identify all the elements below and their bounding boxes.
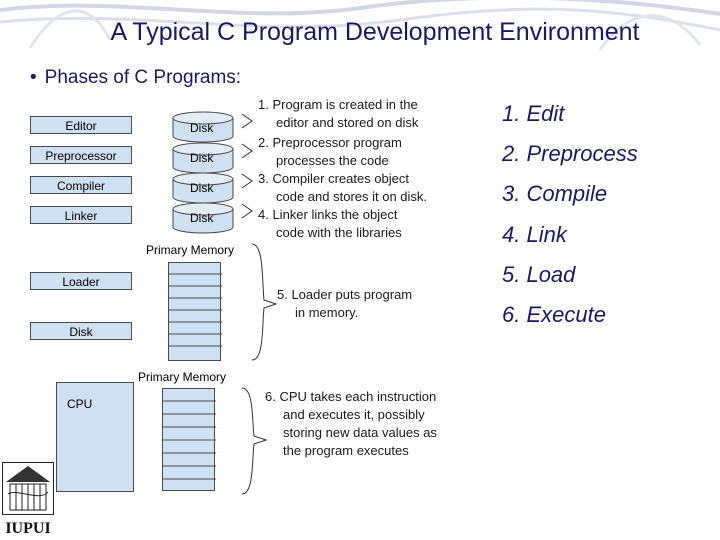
- cpu-box: CPU: [56, 382, 134, 492]
- step-load-text: 5. Loader puts program in memory.: [277, 286, 412, 322]
- step-load-line1: 5. Loader puts program: [277, 287, 413, 302]
- step-edit-line1: 1. Program is created in the: [258, 97, 418, 112]
- slide-title: A Typical C Program Development Environm…: [110, 18, 640, 46]
- step-execute-line2: and executes it, possibly: [283, 407, 425, 422]
- load-bracket: [251, 243, 278, 361]
- phase-execute: 6. Execute: [502, 302, 606, 327]
- iupui-logo-text: IUPUI: [5, 520, 50, 537]
- primary-memory-label: Primary Memory: [146, 243, 235, 257]
- cpu-label: CPU: [67, 397, 93, 411]
- subtitle-bullet: • Phases of C Programs:: [30, 67, 241, 89]
- disk-label: Disk: [190, 121, 214, 135]
- step-preprocess-text: 2. Preprocessor program processes the co…: [258, 134, 402, 170]
- iupui-logo-icon: IUPUI: [2, 462, 54, 537]
- step-edit-line2: editor and stored on disk: [276, 115, 419, 130]
- step-execute-line4: the program executes: [283, 443, 409, 458]
- phase-edit: 1. Edit: [502, 101, 565, 126]
- step-preprocess-line2: processes the code: [276, 153, 389, 168]
- step-link-text: 4. Linker links the object code with the…: [258, 206, 402, 242]
- step-compile-text: 3. Compiler creates object code and stor…: [258, 170, 427, 206]
- loader-box: Loader: [30, 272, 132, 290]
- linker-box: Linker: [30, 206, 132, 224]
- phase-compile: 3. Compile: [502, 181, 608, 206]
- step-link-line1: 4. Linker links the object: [258, 207, 398, 222]
- step-brackets: [241, 113, 253, 219]
- execute-bracket: [241, 387, 268, 495]
- phase-preprocess: 2. Preprocess: [502, 141, 638, 166]
- disk-label: Disk: [190, 151, 214, 165]
- compiler-box: Compiler: [30, 176, 132, 194]
- step-load-line2: in memory.: [295, 305, 359, 320]
- primary-memory-stack: [162, 388, 216, 491]
- disk-icon: [172, 202, 234, 234]
- disk-cylinders: [172, 111, 234, 234]
- disk-icon: [172, 111, 234, 143]
- step-compile-line1: 3. Compiler creates object: [258, 171, 410, 186]
- step-preprocess-line1: 2. Preprocessor program: [258, 135, 402, 150]
- step-link-line2: code with the libraries: [276, 225, 402, 240]
- primary-memory-label: Primary Memory: [138, 370, 227, 384]
- primary-memory-stack: [168, 262, 222, 361]
- step-execute-line3: storing new data values as: [283, 425, 437, 440]
- step-compile-line2: code and stores it on disk.: [276, 189, 428, 204]
- subtitle-text: Phases of C Programs:: [44, 67, 242, 88]
- disk-label: Disk: [190, 181, 214, 195]
- load-disk-box: Disk: [30, 322, 132, 340]
- disk-label: Disk: [190, 211, 214, 225]
- bullet-dot-icon: •: [30, 67, 37, 88]
- step-execute-line1: 6. CPU takes each instruction: [265, 389, 437, 404]
- decorative-swirl-background: [0, 0, 720, 51]
- preprocessor-box: Preprocessor: [30, 146, 132, 164]
- disk-icon: [172, 142, 234, 174]
- step-execute-text: 6. CPU takes each instruction and execut…: [265, 388, 437, 460]
- phase-link: 4. Link: [502, 222, 567, 247]
- step-edit-text: 1. Program is created in the editor and …: [258, 96, 418, 132]
- phase-load: 5. Load: [502, 262, 576, 287]
- editor-box: Editor: [30, 116, 132, 134]
